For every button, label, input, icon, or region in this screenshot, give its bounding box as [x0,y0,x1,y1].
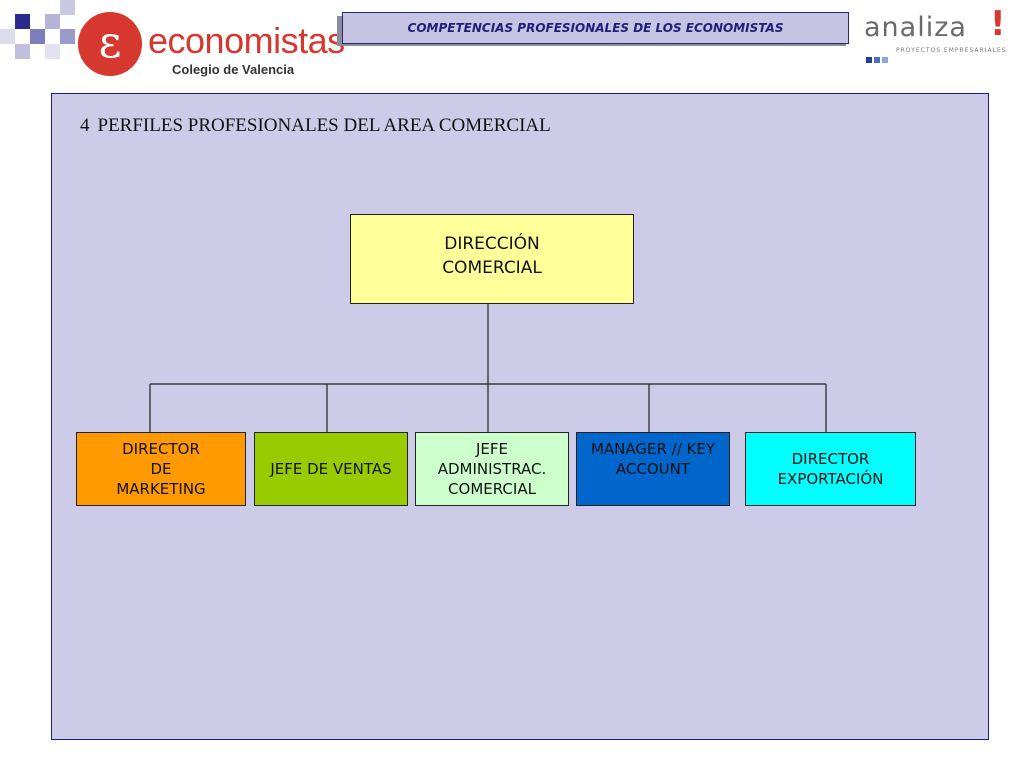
org-node-label: JEFE DE VENTAS [270,460,392,478]
org-node-director-exportacion: DIRECTOR EXPORTACIÓN [745,432,916,506]
slide-title-text: PERFILES PROFESIONALES DEL AREA COMERCIA… [97,115,551,136]
analiza-exclamation: ! [990,4,1006,44]
economistas-wordmark: economistas [148,20,345,61]
economistas-subtitle: Colegio de Valencia [172,62,295,77]
org-node-label: DIRECTOR DE MARKETING [116,440,206,498]
content-panel [51,93,989,740]
decorative-squares [0,0,80,60]
org-node-label: DIRECTOR EXPORTACIÓN [777,450,884,488]
slide-number: 4 [80,115,90,136]
org-node-jefe-administracion-comercial: JEFE ADMINISTRAC. COMERCIAL [415,432,569,506]
org-node-manager-key-account: MANAGER // KEY ACCOUNT [576,432,730,506]
analiza-subtitle: PROYECTOS EMPRESARIALES [896,47,1007,54]
analiza-wordmark: analiza [864,12,967,43]
org-node-label: JEFE ADMINISTRAC. COMERCIAL [437,440,547,498]
org-node-jefe-ventas: JEFE DE VENTAS [254,432,408,506]
slide-title: 4 PERFILES PROFESIONALES DEL AREA COMERCI… [80,115,551,137]
analiza-logo: analiza ! PROYECTOS EMPRESARIALES [864,4,1014,63]
analiza-dots-icon [866,48,890,67]
economistas-logo: ε economistas Colegio de Valencia [78,12,345,80]
org-node-label: DIRECCIÓN COMERCIAL [442,234,542,278]
org-node-label: MANAGER // KEY ACCOUNT [590,440,716,478]
org-node-direccion-comercial: DIRECCIÓN COMERCIAL [350,214,634,304]
header-banner: COMPETENCIAS PROFESIONALES DE LOS ECONOM… [342,12,849,44]
economistas-emblem-icon: ε [78,12,142,76]
org-node-director-marketing: DIRECTOR DE MARKETING [76,432,246,506]
